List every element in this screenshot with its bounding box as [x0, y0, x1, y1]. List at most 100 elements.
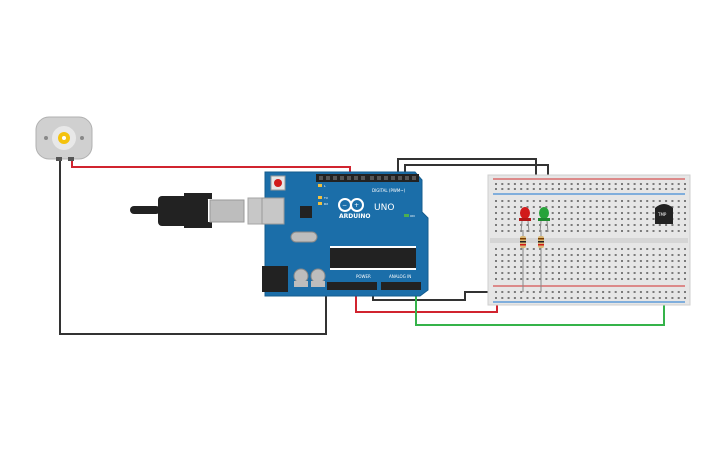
breadboard-hole — [507, 297, 510, 299]
breadboard-hole — [627, 183, 630, 185]
breadboard-hole — [677, 188, 680, 190]
breadboard-hole — [526, 260, 529, 262]
led-green[interactable] — [538, 207, 550, 233]
analog-header[interactable] — [381, 282, 421, 290]
breadboard-hole — [583, 183, 586, 185]
breadboard-hole — [595, 254, 598, 256]
breadboard-hole — [526, 183, 529, 185]
breadboard-hole — [495, 248, 497, 250]
breadboard-hole — [652, 272, 655, 274]
breadboard-hole — [621, 212, 623, 214]
breadboard-hole — [595, 200, 598, 202]
breadboard-hole — [658, 183, 661, 185]
breadboard-hole — [495, 218, 497, 220]
breadboard-hole — [558, 212, 560, 214]
breadboard-hole — [639, 188, 642, 190]
temperature-sensor[interactable]: TMP — [655, 204, 673, 224]
breadboard-hole — [646, 200, 649, 202]
usb-chip — [300, 206, 312, 218]
breadboard-hole — [526, 272, 529, 274]
on-label: ON — [410, 214, 415, 218]
breadboard-hole — [495, 260, 497, 262]
breadboard-hole — [595, 260, 598, 262]
breadboard-hole — [602, 218, 605, 220]
breadboard-hole — [639, 291, 642, 293]
breadboard-hole — [583, 206, 586, 208]
power-jack[interactable] — [262, 266, 288, 292]
breadboard-hole — [589, 206, 592, 208]
wire-motor-black[interactable] — [59, 158, 327, 335]
breadboard-hole — [602, 266, 605, 268]
svg-text:−: − — [342, 202, 347, 209]
breadboard-hole — [652, 183, 655, 185]
wire-gnd-breadboard[interactable] — [372, 290, 520, 301]
breadboard-hole — [539, 272, 542, 274]
breadboard-hole — [633, 230, 636, 232]
breadboard-hole — [608, 278, 611, 280]
breadboard-hole — [545, 200, 548, 202]
breadboard-hole — [558, 248, 560, 250]
breadboard-hole — [658, 254, 661, 256]
breadboard-hole — [564, 200, 567, 202]
arduino-uno-board[interactable]: DIGITAL (PWM~) − + ARDUINO UNO TX RX L O… — [261, 171, 429, 297]
breadboard-hole — [513, 260, 516, 262]
center-channel — [490, 238, 688, 243]
breadboard-hole — [501, 272, 504, 274]
usb-cable[interactable] — [130, 193, 279, 228]
breadboard[interactable] — [487, 174, 691, 306]
breadboard-hole — [646, 218, 649, 220]
breadboard-hole — [658, 188, 661, 190]
breadboard-hole — [501, 212, 504, 214]
breadboard-hole — [639, 297, 642, 299]
resistor-1[interactable] — [520, 230, 526, 292]
l-led — [318, 184, 322, 187]
breadboard-hole — [507, 224, 510, 226]
breadboard-hole — [621, 266, 623, 268]
breadboard-hole — [576, 266, 579, 268]
breadboard-hole — [614, 224, 617, 226]
breadboard-hole — [589, 200, 592, 202]
breadboard-hole — [646, 260, 649, 262]
breadboard-hole — [652, 278, 655, 280]
resistor-2[interactable] — [538, 230, 544, 292]
digital-header[interactable] — [316, 174, 419, 182]
breadboard-hole — [671, 254, 674, 256]
breadboard-hole — [558, 200, 560, 202]
breadboard-hole — [507, 206, 510, 208]
breadboard-hole — [564, 230, 567, 232]
breadboard-hole — [539, 260, 542, 262]
breadboard-hole — [627, 254, 630, 256]
breadboard-hole — [513, 230, 516, 232]
breadboard-hole — [520, 254, 523, 256]
power-header[interactable] — [327, 282, 377, 290]
breadboard-hole — [684, 188, 686, 190]
breadboard-hole — [545, 278, 548, 280]
breadboard-hole — [520, 260, 523, 262]
breadboard-hole — [665, 297, 668, 299]
breadboard-hole — [646, 278, 649, 280]
breadboard-hole — [684, 272, 686, 274]
breadboard-hole — [621, 278, 623, 280]
breadboard-hole — [614, 260, 617, 262]
breadboard-hole — [665, 188, 668, 190]
breadboard-hole — [526, 297, 529, 299]
led-red[interactable] — [519, 207, 531, 233]
breadboard-hole — [532, 278, 535, 280]
breadboard-hole — [608, 291, 611, 293]
breadboard-hole — [608, 183, 611, 185]
breadboard-hole — [558, 260, 560, 262]
breadboard-hole — [551, 224, 554, 226]
breadboard-hole — [614, 206, 617, 208]
dc-motor[interactable] — [35, 116, 93, 161]
breadboard-hole — [602, 183, 605, 185]
breadboard-hole — [558, 291, 560, 293]
breadboard-hole — [665, 183, 668, 185]
breadboard-hole — [532, 254, 535, 256]
breadboard-hole — [677, 230, 680, 232]
breadboard-hole — [558, 218, 560, 220]
breadboard-hole — [576, 297, 579, 299]
breadboard-hole — [646, 254, 649, 256]
breadboard-hole — [526, 278, 529, 280]
breadboard-hole — [576, 278, 579, 280]
